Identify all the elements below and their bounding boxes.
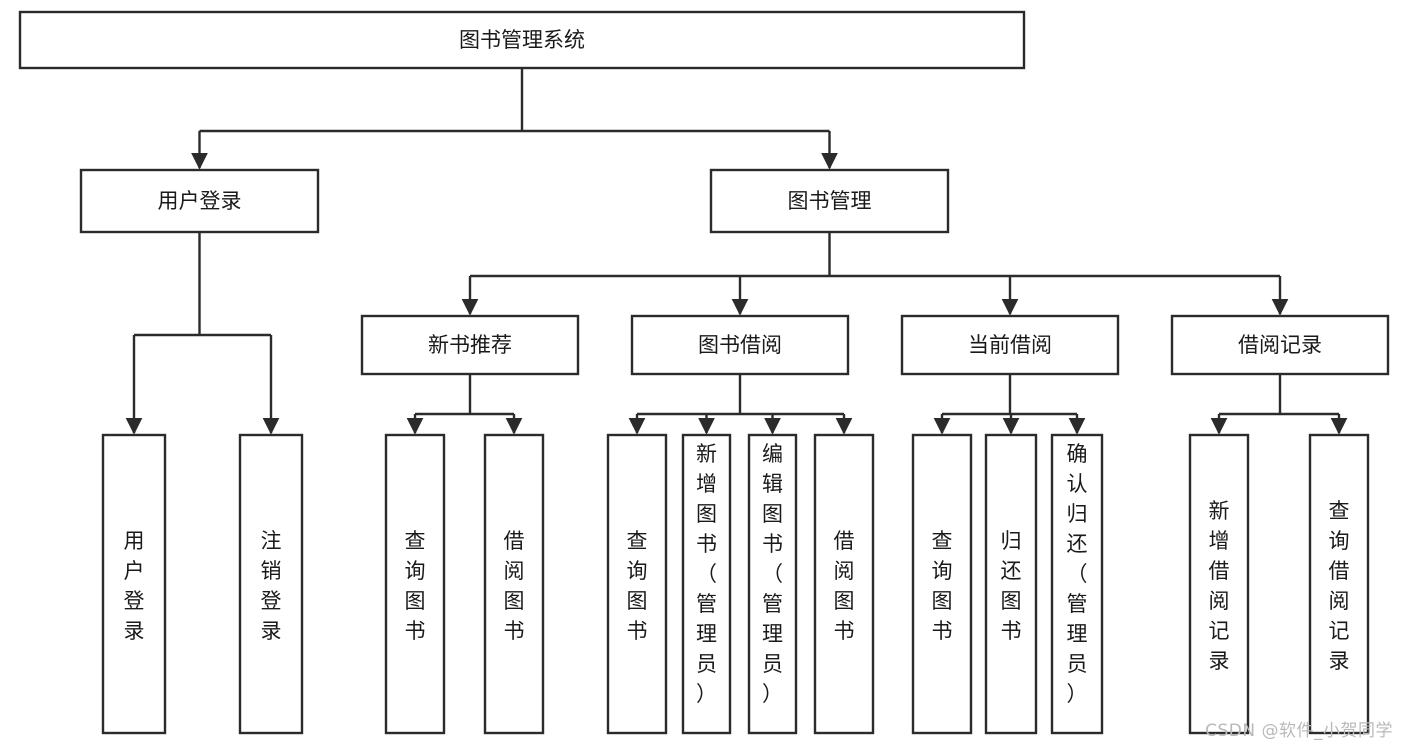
node-new-book-rec-label: 新书推荐 [428,333,512,357]
leaf-leaf-query-book-borrow[interactable]: 查询图书 [606,433,668,735]
leaf-leaf-return-book-label: 归还图书 [1001,529,1022,643]
node-book-borrow-label: 图书借阅 [698,333,782,357]
leaf-leaf-confirm-return-label: 确认归还（管理员） [1067,442,1088,706]
leaf-leaf-add-record[interactable]: 新增借阅记录 [1188,433,1250,735]
root-node[interactable]: 图书管理系统 [18,10,1026,70]
leaf-leaf-borrow-book-rec-label: 借阅图书 [504,529,525,643]
node-borrow-record[interactable]: 借阅记录 [1170,314,1390,376]
leaf-leaf-user-login-label: 用户登录 [124,529,145,643]
leaf-leaf-query-record[interactable]: 查询借阅记录 [1308,433,1370,735]
leaf-leaf-query-book-cur-label: 查询图书 [932,529,953,643]
leaf-leaf-query-book-rec-rect[interactable] [384,433,446,735]
leaf-leaf-return-book-rect[interactable] [984,433,1038,735]
root-node-rect[interactable] [18,10,1026,70]
leaf-leaf-add-book-rect[interactable] [681,433,732,735]
leaf-leaf-confirm-return-rect[interactable] [1050,433,1104,735]
leaf-leaf-query-record-rect[interactable] [1308,433,1370,735]
node-new-book-rec[interactable]: 新书推荐 [360,314,580,376]
leaf-leaf-query-book-cur-rect[interactable] [911,433,973,735]
root-node-label: 图书管理系统 [459,28,585,52]
node-book-manage-rect[interactable] [709,168,950,234]
leaf-leaf-user-login[interactable]: 用户登录 [101,433,167,735]
node-borrow-record-label: 借阅记录 [1238,333,1322,357]
leaf-leaf-user-login-rect[interactable] [101,433,167,735]
leaf-leaf-borrow-book-rec-rect[interactable] [483,433,545,735]
leaf-leaf-query-book-rec-label: 查询图书 [405,529,426,643]
leaf-leaf-query-book-cur[interactable]: 查询图书 [911,433,973,735]
leaf-leaf-add-book[interactable]: 新增图书（管理员） [681,433,732,735]
leaf-leaf-edit-book[interactable]: 编辑图书（管理员） [747,433,798,735]
node-user-login-label: 用户登录 [158,189,242,213]
node-boxes: 图书管理系统用户登录图书管理新书推荐图书借阅当前借阅借阅记录用户登录注销登录查询… [18,10,1390,735]
node-user-login-rect[interactable] [79,168,320,234]
node-user-login[interactable]: 用户登录 [79,168,320,234]
leaf-leaf-query-book-borrow-rect[interactable] [606,433,668,735]
node-new-book-rec-rect[interactable] [360,314,580,376]
leaf-leaf-borrow-book-rect[interactable] [813,433,875,735]
node-book-borrow[interactable]: 图书借阅 [630,314,850,376]
leaf-leaf-query-record-label: 查询借阅记录 [1329,499,1350,673]
leaf-leaf-borrow-book-rec[interactable]: 借阅图书 [483,433,545,735]
leaf-leaf-add-record-rect[interactable] [1188,433,1250,735]
node-book-borrow-rect[interactable] [630,314,850,376]
node-current-borrow[interactable]: 当前借阅 [900,314,1120,376]
node-borrow-record-rect[interactable] [1170,314,1390,376]
leaf-leaf-return-book[interactable]: 归还图书 [984,433,1038,735]
leaf-leaf-query-book-borrow-label: 查询图书 [627,529,648,643]
leaf-leaf-borrow-book[interactable]: 借阅图书 [813,433,875,735]
leaf-leaf-add-record-label: 新增借阅记录 [1209,499,1230,673]
leaf-leaf-user-logout-rect[interactable] [238,433,304,735]
leaf-leaf-edit-book-label: 编辑图书（管理员） [762,442,783,706]
leaf-leaf-user-logout[interactable]: 注销登录 [238,433,304,735]
leaf-leaf-user-logout-label: 注销登录 [261,529,282,643]
node-current-borrow-rect[interactable] [900,314,1120,376]
node-book-manage-label: 图书管理 [788,189,872,213]
leaf-leaf-confirm-return[interactable]: 确认归还（管理员） [1050,433,1104,735]
connector-lines [125,68,1348,435]
leaf-leaf-edit-book-rect[interactable] [747,433,798,735]
node-current-borrow-label: 当前借阅 [968,333,1052,357]
leaf-leaf-query-book-rec[interactable]: 查询图书 [384,433,446,735]
leaf-leaf-add-book-label: 新增图书（管理员） [696,442,717,706]
leaf-leaf-borrow-book-label: 借阅图书 [834,529,855,643]
node-book-manage[interactable]: 图书管理 [709,168,950,234]
